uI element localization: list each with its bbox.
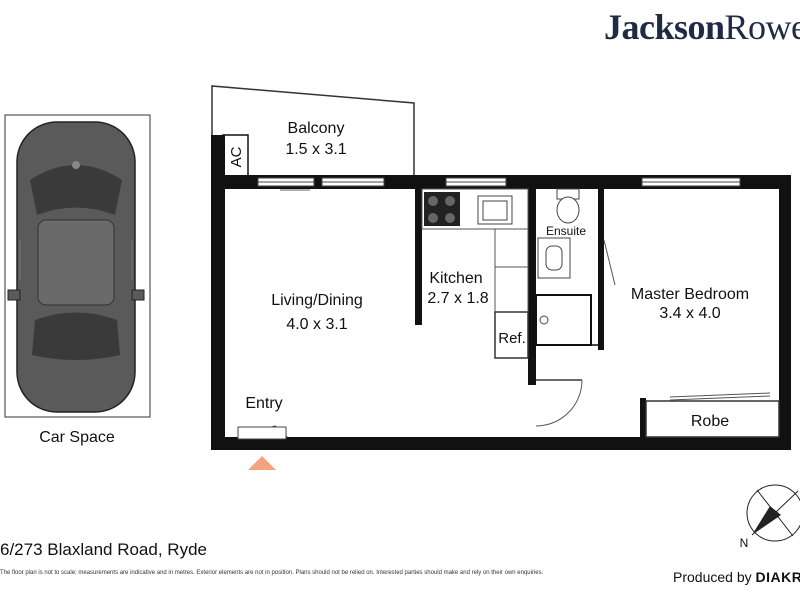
ensuite-label: Ensuite	[546, 224, 586, 238]
brand-name-light: Rowe	[724, 7, 800, 47]
fridge-space	[494, 311, 529, 359]
ac-unit	[222, 134, 249, 179]
car-space-label: Car Space	[39, 429, 115, 446]
produced-by-text: Produced by	[673, 569, 752, 585]
robe	[645, 392, 780, 438]
kitchen-label: Kitchen	[429, 270, 482, 287]
balcony-size: 1.5 x 3.1	[285, 141, 346, 158]
producer-name: DIAKRIT	[755, 569, 800, 585]
entry-label: Entry	[245, 395, 282, 412]
compass-icon	[746, 484, 800, 542]
car-space	[4, 114, 151, 418]
kitchen-size: 2.7 x 1.8	[427, 290, 488, 307]
cooktop-burner-icon	[445, 213, 455, 223]
fridge-label: Ref.	[498, 330, 526, 347]
living-size: 4.0 x 3.1	[286, 316, 347, 333]
disclaimer-text: The floor plan is not to scale; measurem…	[0, 570, 544, 576]
kitchen-fixtures	[421, 188, 529, 359]
master-bedroom-label: Master Bedroom	[631, 286, 749, 303]
entry-arrow-icon	[248, 456, 276, 470]
brand-name-bold: Jackson	[604, 7, 725, 47]
balcony-label: Balcony	[288, 120, 345, 137]
windows	[257, 177, 741, 191]
cooktop-burner-icon	[445, 196, 455, 206]
cooktop-burner-icon	[428, 213, 438, 223]
robe-label: Robe	[691, 413, 729, 430]
cooktop-burner-icon	[428, 196, 438, 206]
master-bedroom-size: 3.4 x 4.0	[659, 305, 720, 322]
living-label: Living/Dining	[271, 292, 363, 309]
property-address: 6/273 Blaxland Road, Ryde	[0, 540, 207, 559]
toilet-icon	[556, 196, 580, 224]
ensuite-fixtures	[535, 188, 616, 346]
compass-north-label: N	[740, 536, 749, 550]
balcony-outline	[211, 85, 415, 178]
brand-logo: JacksonRowe	[604, 6, 800, 48]
doors	[237, 379, 583, 440]
ac-label: AC	[228, 146, 245, 167]
produced-by: Produced by DIAKRIT	[673, 569, 800, 585]
car-icon	[7, 121, 145, 413]
